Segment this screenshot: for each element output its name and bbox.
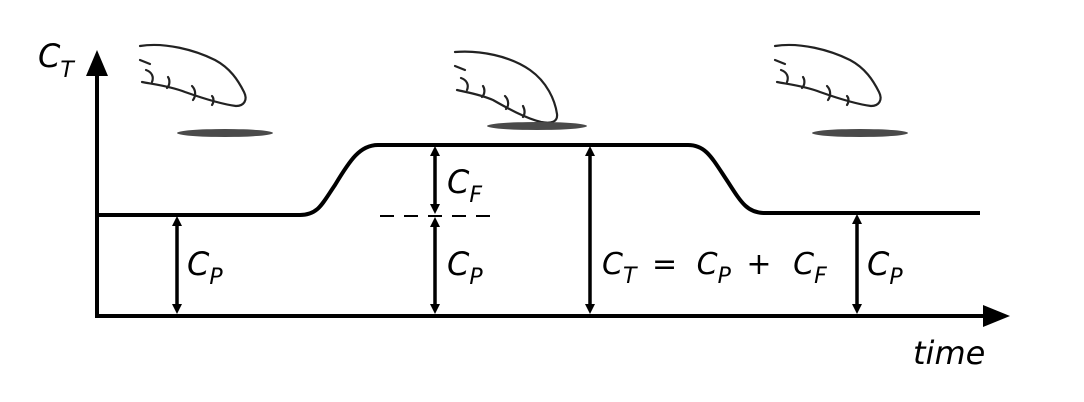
cf-label: CF bbox=[447, 163, 482, 208]
finger-touch-icon bbox=[453, 50, 587, 130]
x-axis-label: time bbox=[913, 334, 985, 372]
y-axis-label: CT bbox=[38, 37, 75, 83]
cp-label-left: CP bbox=[187, 245, 223, 290]
capacitance-curve bbox=[97, 143, 980, 217]
y-axis-arrowhead bbox=[86, 50, 108, 76]
x-axis-arrowhead bbox=[983, 305, 1010, 327]
finger-hover-left-icon bbox=[138, 43, 273, 137]
cp-label-middle: CP bbox=[447, 245, 483, 290]
capacitance-equation: CT = CP + CF bbox=[602, 247, 827, 291]
cp-label-right: CP bbox=[867, 245, 903, 290]
finger-hover-right-icon bbox=[773, 43, 908, 137]
